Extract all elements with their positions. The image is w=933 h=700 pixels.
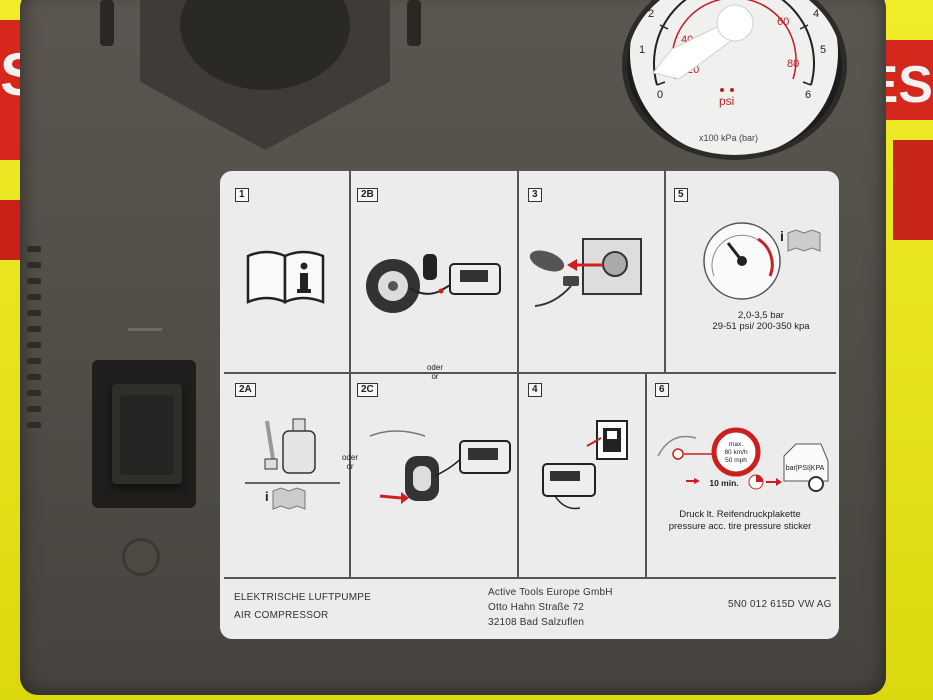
instruction-label: 1 2B 3 5 2A 2C 4 6 i bbox=[220, 171, 839, 639]
manufacturer-street: Otto Hahn Straße 72 bbox=[488, 602, 585, 613]
label-divider bbox=[664, 171, 666, 372]
product-name-de: ELEKTRISCHE LUFTPUMPE bbox=[234, 592, 372, 603]
label-divider bbox=[517, 171, 519, 577]
pressure-range-bar: 2,0-3,5 bar bbox=[738, 310, 784, 321]
gauge-scale-text: x100 kPa (bar) bbox=[699, 133, 758, 143]
pressure-gauge: 0 1 2 4 5 6 40 20 60 80 psi x100 kPa (ba… bbox=[622, 0, 847, 160]
oder-label: oder bbox=[426, 363, 443, 372]
step-number: 4 bbox=[528, 383, 542, 397]
step-number: 1 bbox=[235, 188, 249, 202]
manual-book-icon bbox=[246, 250, 325, 304]
target-pressure-gauge-icon: i bbox=[703, 222, 821, 300]
step6-text-de: Druck lt. Reifendruckplakette bbox=[679, 509, 801, 520]
part-number: 5N0 012 615D VW AG bbox=[728, 599, 832, 610]
gauge-tick: 1 bbox=[639, 44, 645, 56]
sealant-bottle-icon: i bbox=[245, 418, 340, 510]
pressure-range-psi: 29-51 psi/ 200-350 kpa bbox=[712, 321, 810, 332]
step-number: 2B bbox=[357, 188, 378, 202]
or-label: or bbox=[346, 462, 354, 471]
step-number: 3 bbox=[528, 188, 542, 202]
step-number: 5 bbox=[674, 188, 688, 202]
label-divider bbox=[349, 171, 351, 577]
cable-slot bbox=[100, 0, 114, 46]
label-divider bbox=[645, 372, 647, 577]
oder-label: oder bbox=[341, 453, 358, 462]
svg-text:i: i bbox=[780, 228, 784, 244]
pressure-sticker-tag: bar|PSI|KPA bbox=[785, 465, 825, 472]
gauge-tick: 80 bbox=[787, 58, 799, 70]
product-name-en: AIR COMPRESSOR bbox=[234, 610, 329, 621]
gauge-tick: 5 bbox=[820, 44, 826, 56]
gauge-tick: 4 bbox=[813, 8, 819, 20]
speed-sign-mph: 50 mph bbox=[725, 457, 747, 464]
gauge-tick: 60 bbox=[777, 16, 789, 28]
manufacturer-name: Active Tools Europe GmbH bbox=[488, 587, 613, 598]
sealant-connection-icon bbox=[366, 254, 501, 313]
step-number: 6 bbox=[655, 383, 669, 397]
indicator-light bbox=[122, 538, 160, 576]
switch-on-icon bbox=[542, 420, 628, 510]
gauge-tick: 6 bbox=[805, 89, 811, 101]
compressor-to-tire-icon bbox=[369, 430, 511, 504]
gauge-unit: psi bbox=[719, 94, 734, 108]
gauge-tick: 0 bbox=[657, 89, 663, 101]
plug-into-socket-icon bbox=[529, 238, 642, 307]
step-number: 2A bbox=[235, 383, 256, 397]
drive-time: 10 min. bbox=[709, 478, 739, 488]
drive-and-check-icon bbox=[657, 427, 829, 492]
step6-text-en: pressure acc. tire pressure sticker bbox=[668, 521, 812, 532]
power-switch-rocker[interactable] bbox=[120, 395, 174, 475]
speed-sign-max: max. bbox=[728, 441, 744, 448]
manufacturer-city: 32108 Bad Salzuflen bbox=[488, 617, 585, 628]
speed-sign-kmh: 80 km/h bbox=[724, 449, 748, 456]
label-divider bbox=[224, 577, 836, 579]
gauge-tick: 2 bbox=[648, 8, 654, 20]
label-divider bbox=[224, 372, 836, 374]
switch-indicator-line bbox=[128, 328, 162, 331]
cable-slot bbox=[407, 0, 421, 46]
background-red-panel bbox=[893, 140, 933, 240]
step-number: 2C bbox=[357, 383, 378, 397]
svg-text:i: i bbox=[265, 489, 269, 504]
or-label: or bbox=[431, 372, 439, 381]
